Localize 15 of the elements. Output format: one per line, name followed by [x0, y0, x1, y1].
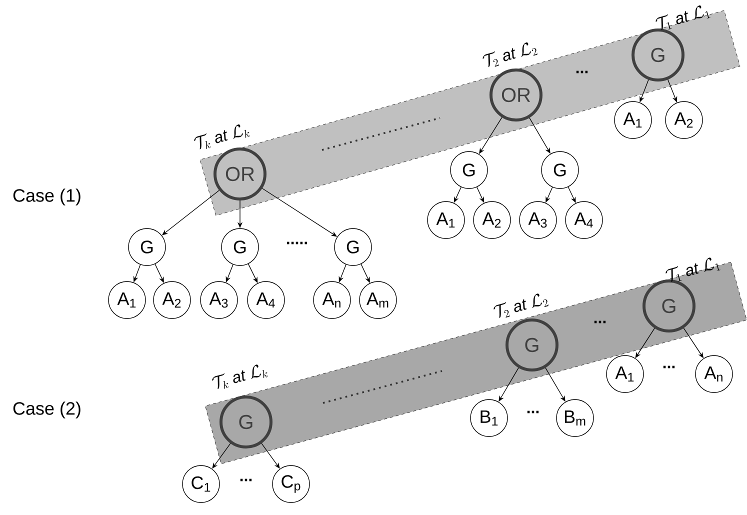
- ellipsis: ...: [576, 70, 588, 74]
- ellipsis: ...: [663, 366, 675, 368]
- ellipsis: .....: [286, 242, 308, 244]
- level-label: $\mathcal{T}_k\ \mathit{at}\ \mathcal{L}_k$: [212, 364, 268, 390]
- ellipsis: ...: [527, 410, 539, 414]
- level-label: $\mathcal{T}_k\ \mathit{at}\ \mathcal{L}_k$: [194, 124, 250, 150]
- level-label: $\mathcal{T}_2\ \mathit{at}\ \mathcal{L}_2$: [482, 42, 538, 68]
- ellipsis: ...: [240, 478, 252, 482]
- case-label: Case (2): [13, 402, 80, 418]
- level-label: $\mathcal{T}_2\ \mathit{at}\ \mathcal{L}_2$: [494, 294, 548, 318]
- arrow: [568, 186, 576, 203]
- level-label: $\mathcal{T}_1\ \mathit{at}\ \mathcal{L}_1$: [666, 258, 720, 282]
- level-label: $\mathcal{T}_1\ \mathit{at}\ \mathcal{L}_1$: [656, 5, 710, 30]
- case-label: Case (1): [13, 188, 80, 206]
- ellipsis: ...: [594, 320, 606, 324]
